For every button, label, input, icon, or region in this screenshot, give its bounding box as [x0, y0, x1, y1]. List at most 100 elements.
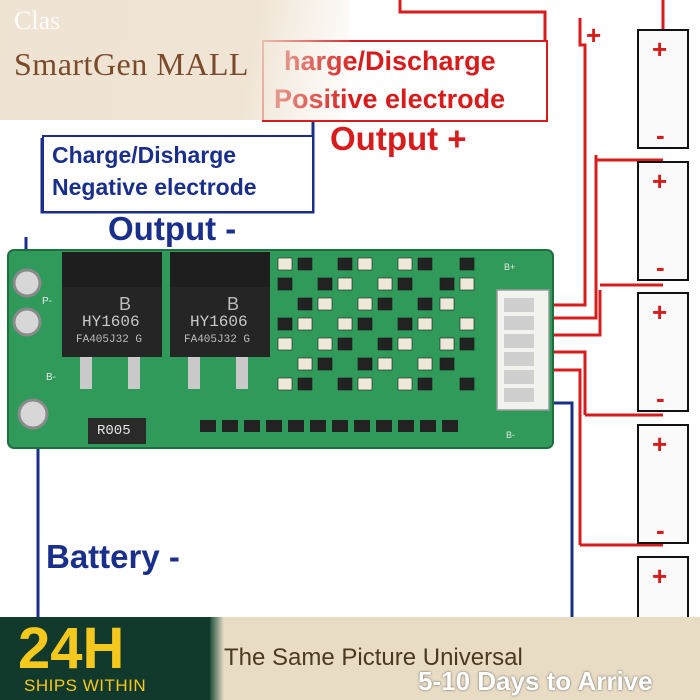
- banner-arrival: 5-10 Days to Arrive: [418, 666, 653, 696]
- smd-part: [442, 420, 458, 432]
- smd-part: [459, 317, 475, 331]
- mosfet-2-code: FA405J32 G: [184, 334, 251, 346]
- pad-p-label: P-: [42, 296, 52, 307]
- smd-part: [420, 420, 436, 432]
- smd-part: [266, 420, 282, 432]
- smd-part: [317, 357, 333, 371]
- resistor-label: R005: [97, 423, 131, 439]
- pad-b-label: B-: [46, 372, 56, 383]
- pad-bplus-label: B+: [504, 262, 516, 272]
- smd-part: [277, 277, 293, 291]
- cell-2-plus: +: [652, 166, 668, 196]
- battery-minus-label: Battery -: [46, 538, 180, 575]
- smd-part: [439, 357, 455, 371]
- mosfet-2-body: [170, 287, 270, 357]
- smd-part: [277, 337, 293, 351]
- smd-part: [439, 337, 455, 351]
- smd-part: [297, 297, 313, 311]
- smd-part: [357, 377, 373, 391]
- smd-part: [332, 420, 348, 432]
- mosfet-1-part: HY1606: [82, 313, 140, 331]
- top-plus-mark: +: [586, 20, 602, 50]
- smd-part: [277, 257, 293, 271]
- store-brand: SmartGen MALL: [14, 46, 249, 82]
- smd-part: [377, 357, 393, 371]
- cell-3-plus: +: [652, 297, 668, 327]
- cell-1-minus: -: [656, 120, 665, 150]
- smd-part: [277, 317, 293, 331]
- smd-part: [297, 377, 313, 391]
- smd-part: [357, 317, 373, 331]
- pad-p-minus-top: [12, 268, 42, 298]
- cell-4-plus: +: [652, 429, 668, 459]
- cell-3-minus: -: [656, 383, 665, 413]
- smd-part: [244, 420, 260, 432]
- shipping-badge-hours: 24H: [18, 616, 125, 681]
- pad-p-minus: [12, 307, 42, 337]
- smd-part: [357, 297, 373, 311]
- smd-part: [288, 420, 304, 432]
- shipping-badge-caption: SHIPS WITHIN: [24, 676, 147, 695]
- smd-part: [397, 277, 413, 291]
- smd-components: [200, 257, 475, 432]
- smd-part: [417, 317, 433, 331]
- cell-4-minus: -: [656, 515, 665, 545]
- smd-part: [397, 377, 413, 391]
- smd-part: [354, 420, 370, 432]
- smd-part: [376, 420, 392, 432]
- shipping-badge: [0, 617, 210, 700]
- negative-label-line2: Negative electrode: [52, 174, 257, 200]
- smd-part: [277, 377, 293, 391]
- smd-part: [297, 357, 313, 371]
- mosfet-2-logo: B: [227, 294, 240, 314]
- cell-1-plus: +: [652, 34, 668, 64]
- output-minus-label: Output -: [108, 210, 237, 247]
- smd-part: [200, 420, 216, 432]
- smd-part: [337, 337, 353, 351]
- mosfet-2-part: HY1606: [190, 313, 248, 331]
- cell-2: [637, 161, 689, 281]
- smd-part: [317, 337, 333, 351]
- smd-part: [377, 337, 393, 351]
- smd-part: [377, 277, 393, 291]
- smd-part: [459, 337, 475, 351]
- mosfet-1-code: FA405J32 G: [76, 334, 143, 346]
- mosfet-1-body: [62, 287, 162, 357]
- cell-3: [637, 292, 689, 412]
- smd-part: [417, 357, 433, 371]
- cell-2-minus: -: [656, 252, 665, 282]
- smd-part: [357, 257, 373, 271]
- cell-5-plus: +: [652, 561, 668, 591]
- smd-part: [439, 297, 455, 311]
- battery-pack: [637, 29, 689, 676]
- smd-part: [397, 317, 413, 331]
- smd-part: [297, 257, 313, 271]
- cell-1: [637, 29, 689, 149]
- mosfet-1-logo: B: [119, 294, 132, 314]
- smd-part: [310, 420, 326, 432]
- smd-part: [397, 337, 413, 351]
- pad-b-minus: [17, 398, 49, 430]
- watermark-faded-text: Clas: [14, 6, 61, 35]
- pad-bminus-label: B-: [506, 430, 515, 440]
- banner-slogan: The Same Picture Universal: [224, 644, 523, 671]
- smd-part: [222, 420, 238, 432]
- output-plus-label: Output +: [330, 120, 467, 157]
- smd-part: [377, 297, 393, 311]
- smd-part: [397, 257, 413, 271]
- smd-part: [459, 377, 475, 391]
- smd-part: [337, 257, 353, 271]
- smd-part: [337, 377, 353, 391]
- smd-part: [417, 297, 433, 311]
- smd-part: [337, 277, 353, 291]
- smd-part: [317, 297, 333, 311]
- smd-part: [337, 317, 353, 331]
- smd-part: [417, 257, 433, 271]
- smd-part: [317, 277, 333, 291]
- shunt-resistor: [88, 418, 146, 444]
- smd-part: [297, 317, 313, 331]
- smd-part: [459, 257, 475, 271]
- smd-part: [398, 420, 414, 432]
